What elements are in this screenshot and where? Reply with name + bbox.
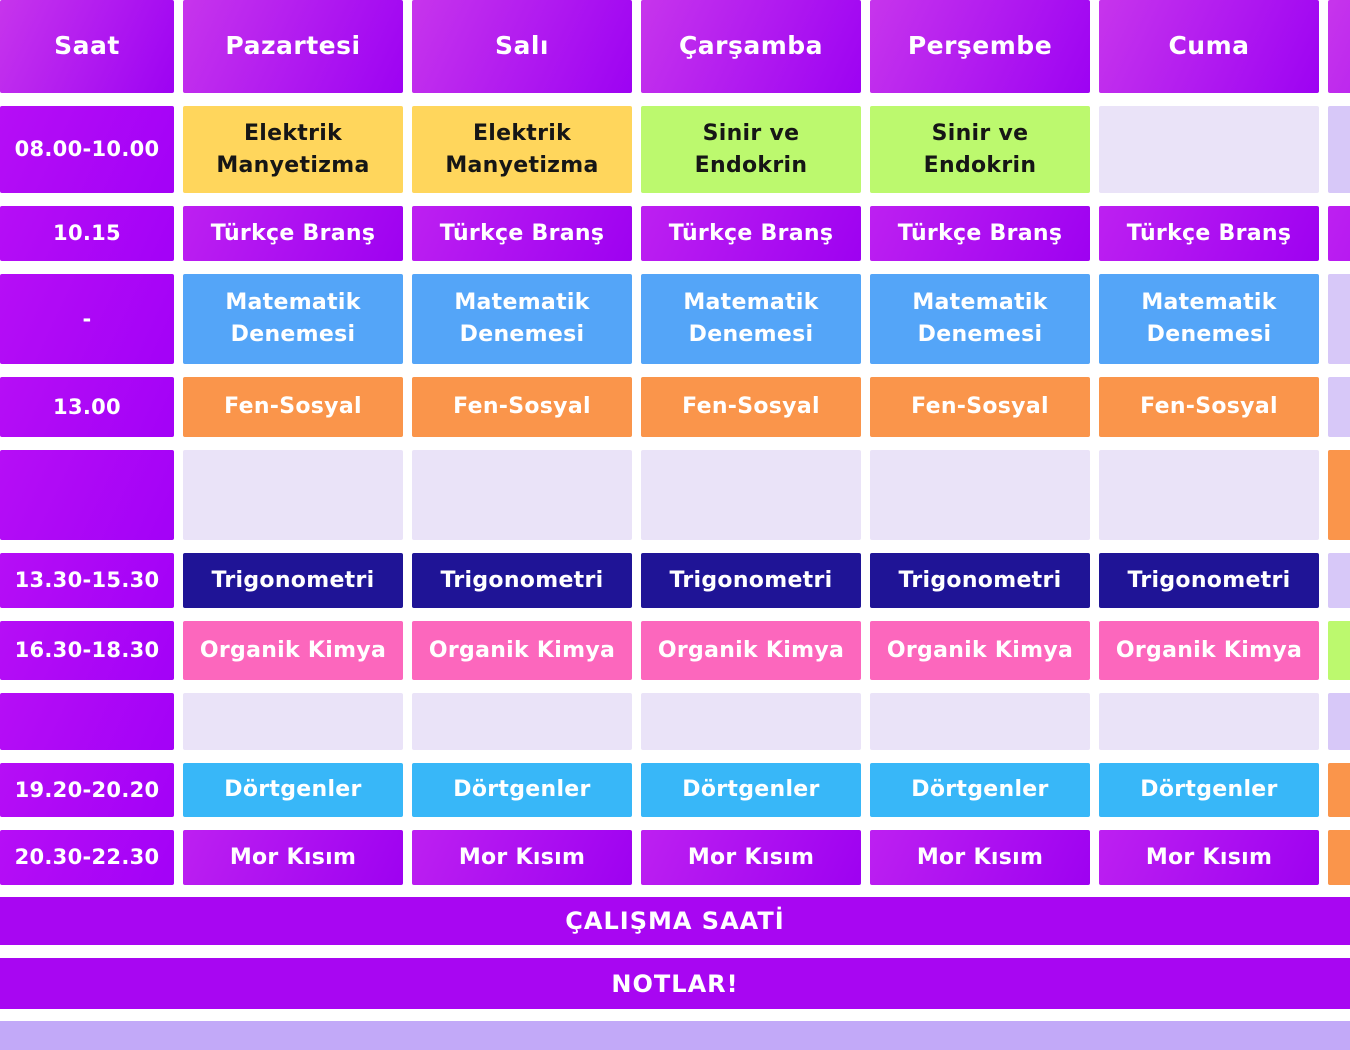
schedule-cell: Elektrik Manyetizma <box>183 106 403 193</box>
time-cell: - <box>0 274 174 364</box>
schedule-cell: Mor Kısım <box>183 830 403 885</box>
schedule-cell <box>1099 693 1319 750</box>
schedule-cell: Türkçe Branş <box>412 206 632 261</box>
schedule-cell: Sinir ve Endokrin <box>870 106 1090 193</box>
time-cell <box>0 693 174 750</box>
time-cell <box>0 450 174 540</box>
schedule-cell <box>870 693 1090 750</box>
schedule-cell <box>412 693 632 750</box>
schedule-cell <box>183 450 403 540</box>
day-header-saat: Saat <box>0 0 174 93</box>
schedule-cell <box>641 693 861 750</box>
schedule-cell: Türkçe Branş <box>1099 206 1319 261</box>
schedule-cell: Fen-Sosyal <box>870 377 1090 437</box>
day-header-perşembe: Perşembe <box>870 0 1090 93</box>
schedule-cell: Trigonometri <box>641 553 861 608</box>
time-cell: 20.30-22.30 <box>0 830 174 885</box>
notes-bar: NOTLAR! <box>0 958 1350 1009</box>
schedule-cell: Matematik Denemesi <box>183 274 403 364</box>
schedule-cell <box>1328 450 1350 540</box>
schedule-cell: Matematik Denemesi <box>641 274 861 364</box>
schedule-cell <box>183 693 403 750</box>
day-header-col-6 <box>1328 0 1350 93</box>
schedule-cell: Trigonometri <box>870 553 1090 608</box>
schedule-cell: Matematik Denemesi <box>1099 274 1319 364</box>
day-header-salı: Salı <box>412 0 632 93</box>
time-cell: 08.00-10.00 <box>0 106 174 193</box>
time-cell: 16.30-18.30 <box>0 621 174 680</box>
schedule-cell: Organik Kimya <box>1099 621 1319 680</box>
schedule-cell: Trigonometri <box>183 553 403 608</box>
schedule-cell: Türkçe Branş <box>183 206 403 261</box>
time-cell: 19.20-20.20 <box>0 763 174 817</box>
schedule-cell: Sinir ve Endokrin <box>641 106 861 193</box>
schedule-cell: Dörtgenler <box>641 763 861 817</box>
time-cell: 13.30-15.30 <box>0 553 174 608</box>
schedule-cell: Mor Kısım <box>641 830 861 885</box>
schedule-cell <box>1328 206 1350 261</box>
schedule-cell <box>1328 377 1350 437</box>
schedule-cell <box>1328 553 1350 608</box>
time-cell: 13.00 <box>0 377 174 437</box>
schedule-cell <box>1099 106 1319 193</box>
schedule-cell <box>870 450 1090 540</box>
schedule-cell <box>1328 106 1350 193</box>
schedule-cell: Fen-Sosyal <box>1099 377 1319 437</box>
schedule-cell: Elektrik Manyetizma <box>412 106 632 193</box>
schedule-cell: Mor Kısım <box>412 830 632 885</box>
schedule-cell: Organik Kimya <box>870 621 1090 680</box>
schedule-cell: Organik Kimya <box>641 621 861 680</box>
schedule-cell: Mor Kısım <box>870 830 1090 885</box>
schedule-cell: Organik Kimya <box>183 621 403 680</box>
schedule-cell: Organik Kimya <box>412 621 632 680</box>
schedule-cell <box>412 450 632 540</box>
schedule-cell: Dörtgenler <box>1099 763 1319 817</box>
schedule-cell <box>1328 693 1350 750</box>
schedule-cell: Türkçe Branş <box>870 206 1090 261</box>
schedule-cell <box>1099 450 1319 540</box>
schedule-cell: Fen-Sosyal <box>412 377 632 437</box>
schedule-cell: Dörtgenler <box>870 763 1090 817</box>
schedule-cell: Matematik Denemesi <box>412 274 632 364</box>
schedule-cell <box>1328 763 1350 817</box>
schedule-cell <box>1328 274 1350 364</box>
schedule-cell <box>1328 621 1350 680</box>
schedule-cell: Fen-Sosyal <box>641 377 861 437</box>
schedule-cell: Türkçe Branş <box>641 206 861 261</box>
schedule-cell: Dörtgenler <box>183 763 403 817</box>
schedule-cell: Trigonometri <box>412 553 632 608</box>
schedule-cell: Dörtgenler <box>412 763 632 817</box>
schedule-cell: Fen-Sosyal <box>183 377 403 437</box>
schedule-cell: Trigonometri <box>1099 553 1319 608</box>
schedule-cell <box>1328 830 1350 885</box>
schedule-cell: Mor Kısım <box>1099 830 1319 885</box>
bottom-strip <box>0 1021 1350 1050</box>
day-header-pazartesi: Pazartesi <box>183 0 403 93</box>
time-cell: 10.15 <box>0 206 174 261</box>
schedule-cell: Matematik Denemesi <box>870 274 1090 364</box>
day-header-çarşamba: Çarşamba <box>641 0 861 93</box>
study-hours-bar: ÇALIŞMA SAATİ <box>0 897 1350 945</box>
schedule-cell <box>641 450 861 540</box>
day-header-cuma: Cuma <box>1099 0 1319 93</box>
